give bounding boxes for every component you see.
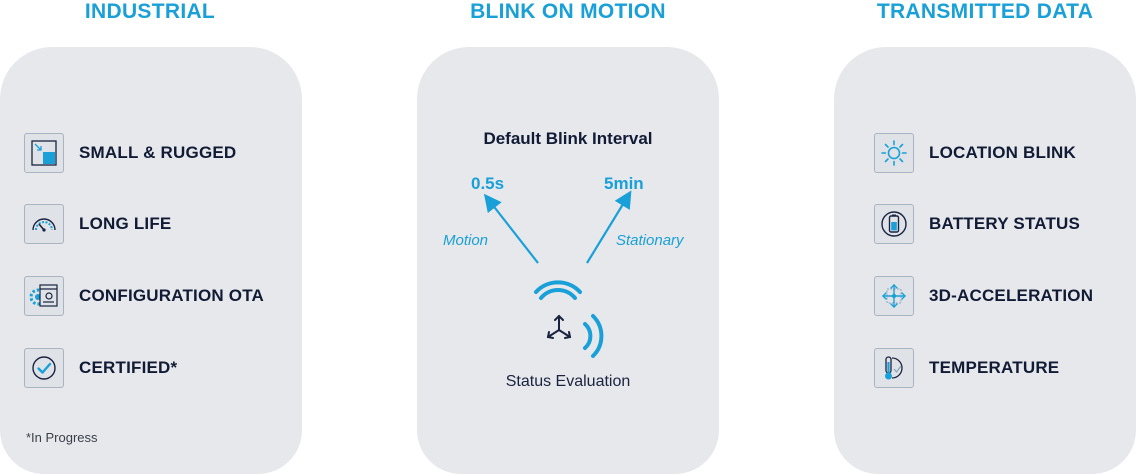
thermometer-icon <box>874 348 914 388</box>
feature-configuration-ota: CONFIGURATION OTA <box>24 276 264 316</box>
signal-waves-right-icon <box>583 314 604 358</box>
acceleration-arrows-icon <box>874 276 914 316</box>
blink-title: BLINK ON MOTION <box>470 0 666 23</box>
status-evaluation-label: Status Evaluation <box>505 373 631 390</box>
stationary-caption: Stationary <box>616 232 684 249</box>
industrial-title: INDUSTRIAL <box>84 0 216 23</box>
feature-label: 3D-ACCELERATION <box>929 286 1094 305</box>
feature-label: CERTIFIED* <box>79 358 178 377</box>
blink-burst-icon <box>874 133 914 173</box>
motion-arrow <box>483 193 539 264</box>
feature-label: LOCATION BLINK <box>929 143 1076 162</box>
gear-screen-icon <box>24 276 64 316</box>
feature-small-rugged: SMALL & RUGGED <box>24 133 236 173</box>
feature-label: LONG LIFE <box>79 214 172 233</box>
industrial-card: SMALL & RUGGED LONG LIFE CONFIGURATION O <box>0 47 302 474</box>
motion-caption: Motion <box>443 232 489 249</box>
axes-sensor-icon <box>546 314 572 339</box>
stationary-interval-value: 5min <box>604 174 644 193</box>
gauge-icon <box>24 204 64 244</box>
blink-card: Default Blink Interval 0.5s 5min Motion … <box>417 47 719 474</box>
blink-interval-heading: Default Blink Interval <box>483 129 653 148</box>
stationary-arrow <box>586 190 632 264</box>
feature-location-blink: LOCATION BLINK <box>874 133 1076 173</box>
battery-icon <box>874 204 914 244</box>
checkmark-circle-icon <box>24 348 64 388</box>
feature-label: CONFIGURATION OTA <box>79 286 265 305</box>
blink-diagram <box>483 190 632 358</box>
feature-temperature: TEMPERATURE <box>874 348 1059 388</box>
transmitted-card: LOCATION BLINK BATTERY STATUS 3D-ACC <box>834 47 1136 474</box>
signal-waves-top-icon <box>534 280 582 300</box>
footnote: *In Progress <box>26 430 98 445</box>
feature-label: TEMPERATURE <box>929 358 1060 377</box>
feature-label: SMALL & RUGGED <box>79 143 237 162</box>
resize-window-icon <box>24 133 64 173</box>
feature-long-life: LONG LIFE <box>24 204 171 244</box>
feature-label: BATTERY STATUS <box>929 214 1081 233</box>
motion-interval-value: 0.5s <box>471 174 505 193</box>
feature-3d-acceleration: 3D-ACCELERATION <box>874 276 1093 316</box>
feature-battery-status: BATTERY STATUS <box>874 204 1080 244</box>
transmitted-title: TRANSMITTED DATA <box>876 0 1094 23</box>
feature-certified: CERTIFIED* <box>24 348 177 388</box>
